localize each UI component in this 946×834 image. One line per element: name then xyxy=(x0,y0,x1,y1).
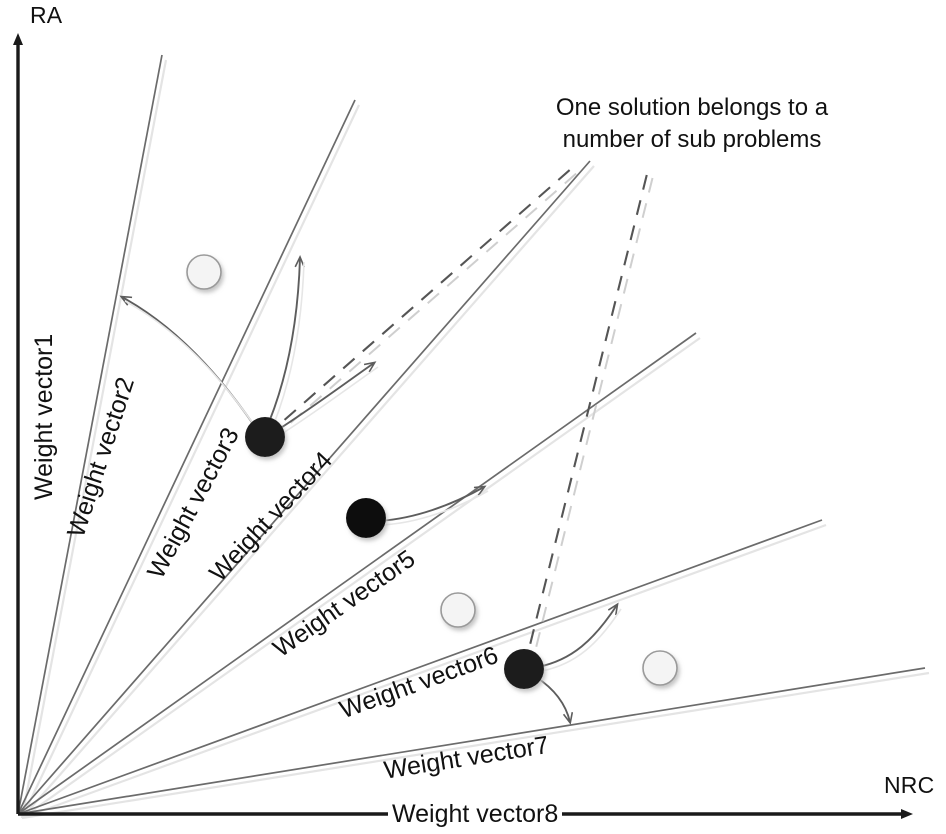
weight-vector-rays xyxy=(17,54,926,815)
callout-annotation: One solution belongs to a number of sub … xyxy=(537,92,847,155)
ray-weight-vector2 xyxy=(17,54,163,815)
arrow-lower-to-vector7 xyxy=(535,676,570,722)
y-axis-label: RA xyxy=(30,2,63,28)
arrow-upper-to-vector3 xyxy=(263,258,300,435)
unselected-solution-3 xyxy=(642,650,678,686)
arrow-lower-to-vector-up xyxy=(537,605,617,668)
selected-solution-upper xyxy=(245,417,285,457)
ray-shadow-group xyxy=(20,59,930,820)
selected-solution-lower xyxy=(504,649,544,689)
callout-line-1: One solution belongs to a xyxy=(555,94,829,121)
ray-weight-vector4 xyxy=(17,160,591,815)
selected-solution-middle xyxy=(346,498,386,538)
ray-weight-vector6 xyxy=(17,519,823,815)
arrow-upper-to-vector4 xyxy=(275,363,374,432)
unselected-solution-1 xyxy=(186,254,222,290)
arrow-middle-to-vector5 xyxy=(377,487,484,522)
ray-weight-vector7 xyxy=(17,667,926,815)
label-weight-vector8: Weight vector8 xyxy=(388,800,563,829)
x-axis-label: NRC xyxy=(884,772,935,798)
arrow-upper-to-vector2 xyxy=(122,297,263,438)
unselected-solution-2 xyxy=(440,592,476,628)
unselected-solutions xyxy=(186,254,678,686)
selected-solutions xyxy=(245,417,544,689)
ray-weight-vector3 xyxy=(17,99,356,815)
association-arrow-shadows xyxy=(124,261,622,672)
subproblem-dashed-lines-main xyxy=(264,167,650,670)
dashed-from-upper-solution xyxy=(264,167,573,438)
dashed-from-lower-solution xyxy=(522,169,650,670)
subproblem-dashed-lines xyxy=(270,171,654,673)
ray-weight-vector5 xyxy=(17,332,697,815)
label-weight-vector1: Weight vector1 xyxy=(30,333,58,500)
callout-line-2: number of sub problems xyxy=(562,125,822,153)
